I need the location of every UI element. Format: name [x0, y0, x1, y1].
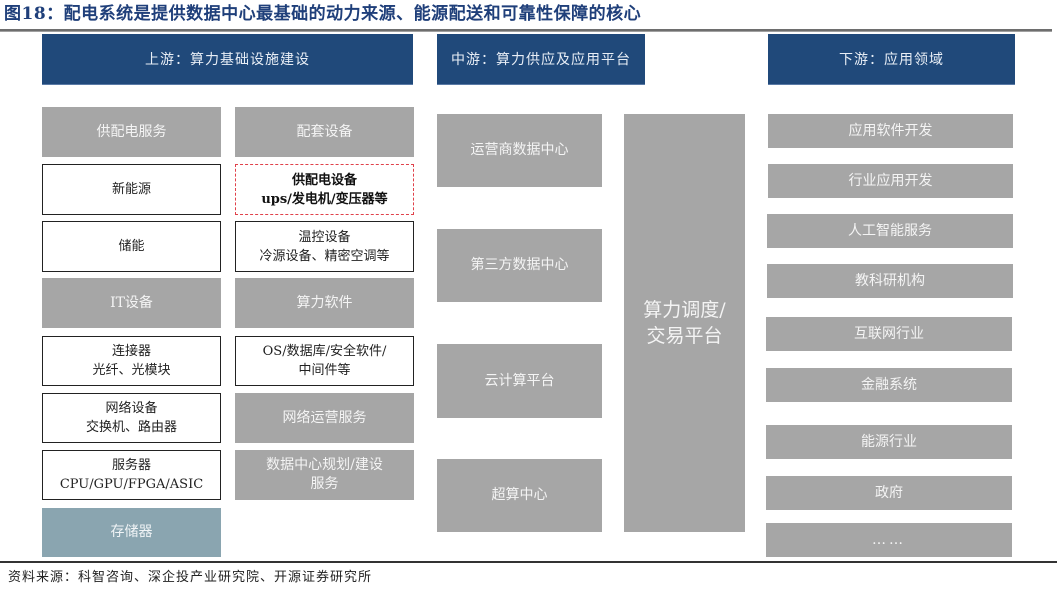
node-computing-software: 算力软件 — [235, 278, 414, 328]
node-carrier-dc: 运营商数据中心 — [437, 114, 602, 187]
node-third-party-dc: 第三方数据中心 — [437, 229, 602, 302]
node-financial-system: 金融系统 — [766, 368, 1012, 402]
node-cloud-platform: 云计算平台 — [437, 344, 602, 418]
node-connectors: 连接器 光纤、光模块 — [42, 336, 221, 386]
node-more-ellipsis: …… — [766, 523, 1012, 557]
footer-divider — [0, 561, 1057, 563]
node-industry-app-dev: 行业应用开发 — [768, 164, 1013, 198]
node-network-equipment: 网络设备 交换机、路由器 — [42, 393, 221, 443]
node-supercomputing-center: 超算中心 — [437, 459, 602, 532]
node-servers: 服务器 CPU/GPU/FPGA/ASIC — [42, 450, 221, 500]
node-it-equipment: IT设备 — [42, 278, 221, 328]
node-ai-services: 人工智能服务 — [767, 214, 1013, 248]
header-midstream: 中游：算力供应及应用平台 — [437, 34, 645, 85]
node-new-energy: 新能源 — [42, 164, 221, 215]
source-note: 资料来源：科智咨询、深企投产业研究院、开源证券研究所 — [8, 570, 373, 585]
node-temperature-control: 温控设备 冷源设备、精密空调等 — [235, 221, 414, 272]
node-energy-industry: 能源行业 — [766, 425, 1012, 459]
node-internet-industry: 互联网行业 — [766, 317, 1012, 351]
header-downstream: 下游：应用领域 — [768, 34, 1015, 85]
title-divider — [0, 29, 1052, 32]
node-scheduling-platform: 算力调度/ 交易平台 — [624, 114, 745, 532]
node-storage: 存储器 — [42, 508, 221, 557]
node-energy-storage: 储能 — [42, 221, 221, 272]
node-research-institutions: 教科研机构 — [767, 264, 1013, 298]
node-supporting-equipment: 配套设备 — [235, 107, 414, 157]
node-app-software-dev: 应用软件开发 — [768, 114, 1013, 148]
node-power-distribution-equipment: 供配电设备 ups/发电机/变压器等 — [235, 164, 414, 215]
figure-title: 图18：配电系统是提供数据中心最基础的动力来源、能源配送和可靠性保障的核心 — [4, 4, 642, 24]
node-network-operations: 网络运营服务 — [235, 393, 414, 443]
node-dc-planning: 数据中心规划/建设 服务 — [235, 450, 414, 500]
node-government: 政府 — [766, 476, 1012, 510]
header-upstream: 上游：算力基础设施建设 — [42, 34, 413, 85]
node-os-database: OS/数据库/安全软件/ 中间件等 — [235, 336, 414, 386]
node-power-supply-service: 供配电服务 — [42, 107, 221, 157]
